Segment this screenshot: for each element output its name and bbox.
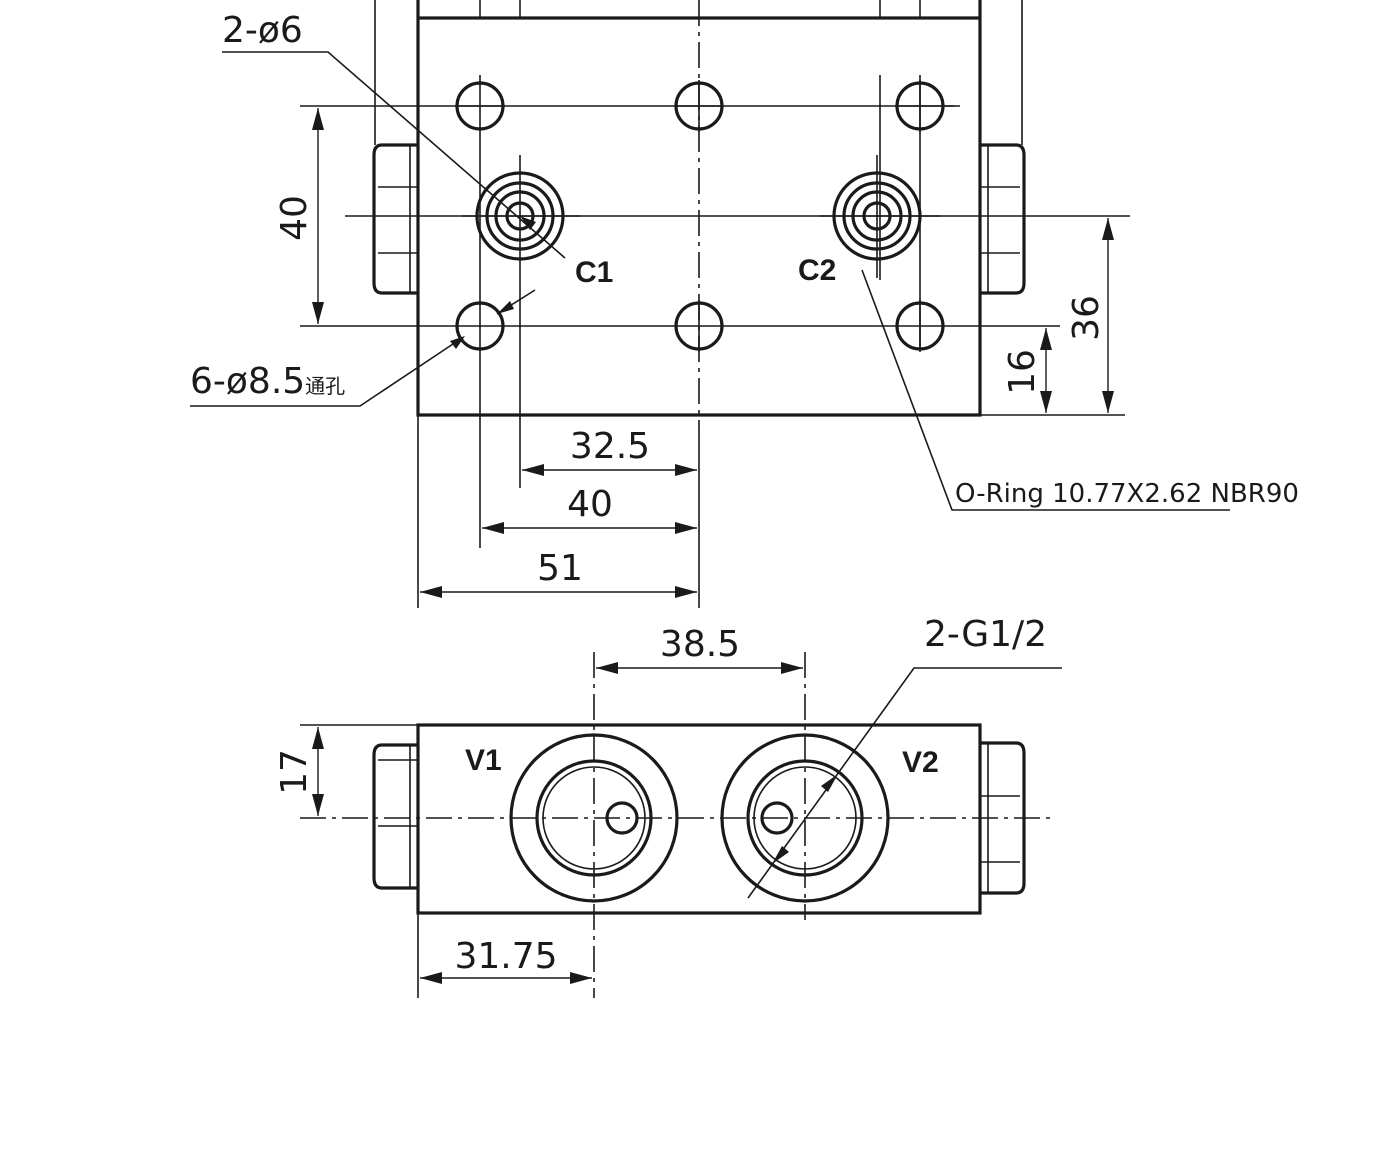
top-right-plug	[980, 143, 1026, 295]
dim-36-vertical: 36	[1066, 218, 1114, 413]
dim-40-vertical-text: 40	[274, 195, 315, 241]
dim-40-vertical: 40	[274, 108, 324, 324]
pin-hole-callout-text: 2-ø6	[222, 10, 303, 51]
dim-40-horizontal-text: 40	[567, 484, 613, 525]
thread-callout: 2-G1/2	[747, 614, 1062, 899]
bolt-holes	[455, 80, 955, 352]
dim-51: 51	[420, 548, 697, 598]
port-label-v1: V1	[465, 744, 502, 777]
o-ring-callout: O-Ring 10.77X2.62 NBR90	[861, 269, 1299, 511]
port-label-c2: C2	[798, 254, 836, 287]
o-ring-callout-text: O-Ring 10.77X2.62 NBR90	[955, 479, 1299, 509]
dim-38-5-text: 38.5	[660, 624, 740, 665]
dim-40-horizontal: 40	[482, 484, 697, 534]
port-c2	[820, 155, 940, 278]
port-v1	[509, 733, 679, 903]
dim-32-5: 32.5	[522, 426, 697, 476]
bolt-hole-callout: 6-ø8.5通孔	[190, 289, 536, 407]
dim-51-text: 51	[537, 548, 583, 589]
front-left-plug	[372, 743, 418, 890]
dim-32-5-text: 32.5	[570, 426, 650, 467]
port-v2	[720, 733, 890, 903]
dim-16-vertical: 16	[1002, 328, 1052, 413]
dim-17-text: 17	[274, 749, 315, 795]
bolt-hole	[455, 301, 505, 351]
dim-17: 17	[274, 727, 324, 816]
port-label-c1: C1	[575, 256, 613, 289]
front-body-outline	[416, 723, 982, 915]
top-body-outline	[416, 0, 982, 417]
top-left-plug	[372, 143, 418, 295]
top-view: C1 C2 2-ø6 6-ø8.5通孔 O-Ring 10.77X2.62 NB…	[190, 0, 1299, 608]
dim-38-5: 38.5	[596, 624, 803, 674]
dim-16-text: 16	[1002, 349, 1043, 395]
dim-36-text: 36	[1066, 295, 1107, 341]
bolt-hole-callout-text: 6-ø8.5通孔	[190, 361, 345, 402]
pin-hole-callout: 2-ø6	[222, 10, 566, 259]
dim-31-75-text: 31.75	[454, 936, 557, 977]
front-view: V1 V2 2-G1/2 38.5 17 31.	[274, 614, 1062, 998]
through-hole-note: 通孔	[305, 374, 345, 398]
port-c1	[462, 171, 580, 261]
dim-31-75: 31.75	[420, 936, 592, 984]
port-label-v2: V2	[902, 746, 939, 779]
thread-callout-text: 2-G1/2	[924, 614, 1047, 655]
